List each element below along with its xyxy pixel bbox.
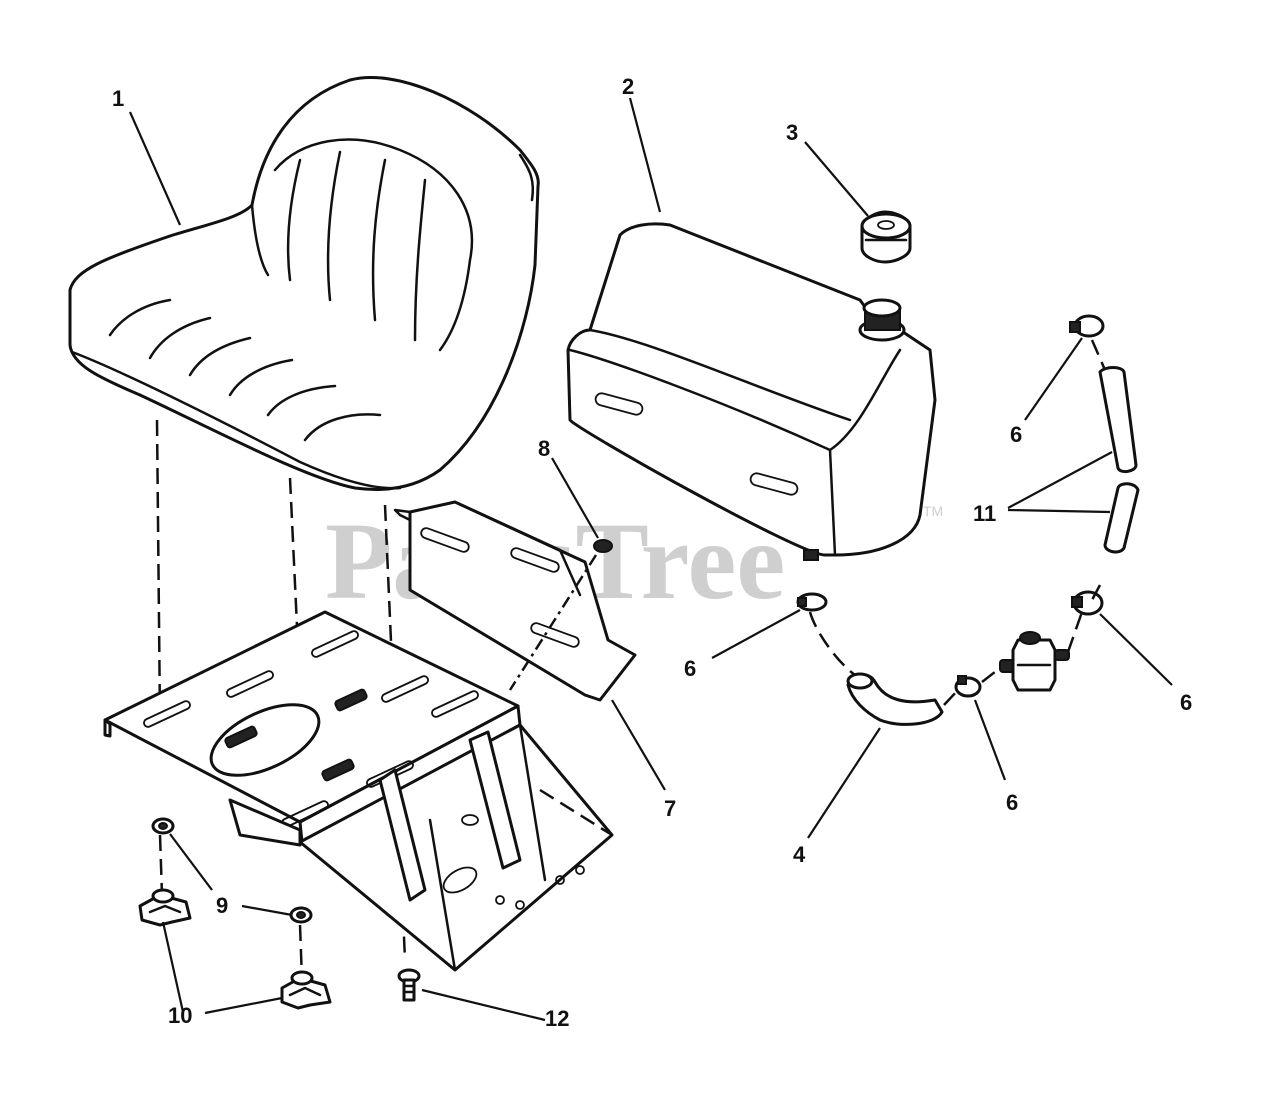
callout-9: 9 [216,893,228,918]
callout-2: 2 [622,74,634,99]
leader-10b [204,996,283,1015]
line-path-mid [1090,584,1102,601]
leader-9a [169,833,213,891]
frame [228,723,614,972]
leader-6d [973,699,1007,781]
leader-11b [1007,508,1111,514]
leader-6c [1099,613,1173,686]
leader-11a [1007,451,1113,509]
leader-4 [807,727,881,839]
callout-labels: 1 2 3 4 6 6 6 6 7 8 9 10 11 12 [112,74,1192,1031]
filter-path-left [981,667,1001,683]
filter-path-right [1066,611,1084,653]
clamp-tank-outlet[interactable] [796,592,828,612]
callout-11: 11 [973,501,996,526]
seat-mount-line-front-lower [158,834,164,896]
callout-3: 3 [786,120,798,145]
fuel-line-lower[interactable] [1103,482,1140,554]
leader-3 [804,141,869,217]
callout-1: 1 [112,86,124,111]
seat-mount-line-rear-lower [298,924,304,981]
frame-edge-line [539,788,613,837]
bolt-8[interactable] [593,539,613,553]
callout-4: 4 [793,842,806,867]
callout-7: 7 [664,796,676,821]
leader-1 [128,111,182,226]
callout-8: 8 [538,436,550,461]
fuel-hose[interactable] [846,672,944,726]
line-path-top [1090,339,1107,371]
knob-rear[interactable] [280,970,332,1010]
fuel-filter[interactable] [999,631,1070,692]
fuel-tank[interactable] [566,222,937,561]
leader-8 [551,457,599,539]
leader-6b [711,609,801,659]
leader-12 [421,988,546,1022]
knob-front[interactable] [138,888,192,927]
callout-6-filter-left: 6 [1006,790,1018,815]
leader-7 [611,699,666,791]
hose-path-filter [943,689,959,706]
callout-6-tank: 6 [684,656,696,681]
seat-mount-line-front [155,419,162,721]
callout-12: 12 [545,1006,569,1031]
leader-2 [628,97,662,213]
clamp-filter-left[interactable] [954,675,982,698]
fuel-line-upper[interactable] [1098,366,1138,474]
callout-6-filter-right: 6 [1180,690,1192,715]
watermark-trademark: TM [923,503,943,519]
bolt-12[interactable] [397,968,421,1002]
callout-6-top: 6 [1010,422,1022,447]
leader-10a [161,921,185,1013]
tank-bracket[interactable] [393,500,637,702]
washer-rear[interactable] [289,906,313,924]
hose-path-tank [808,611,856,676]
seat[interactable] [68,75,540,491]
leader-lines [128,97,1173,1022]
clamp-top-right[interactable] [1069,314,1105,338]
clamp-filter-right[interactable] [1071,590,1104,616]
fuel-cap[interactable] [860,210,912,264]
callout-10: 10 [168,1003,192,1028]
washer-front[interactable] [151,817,175,835]
bracket-bolt-line [508,554,598,691]
leader-6a [1024,337,1083,421]
leader-9b [241,904,293,917]
